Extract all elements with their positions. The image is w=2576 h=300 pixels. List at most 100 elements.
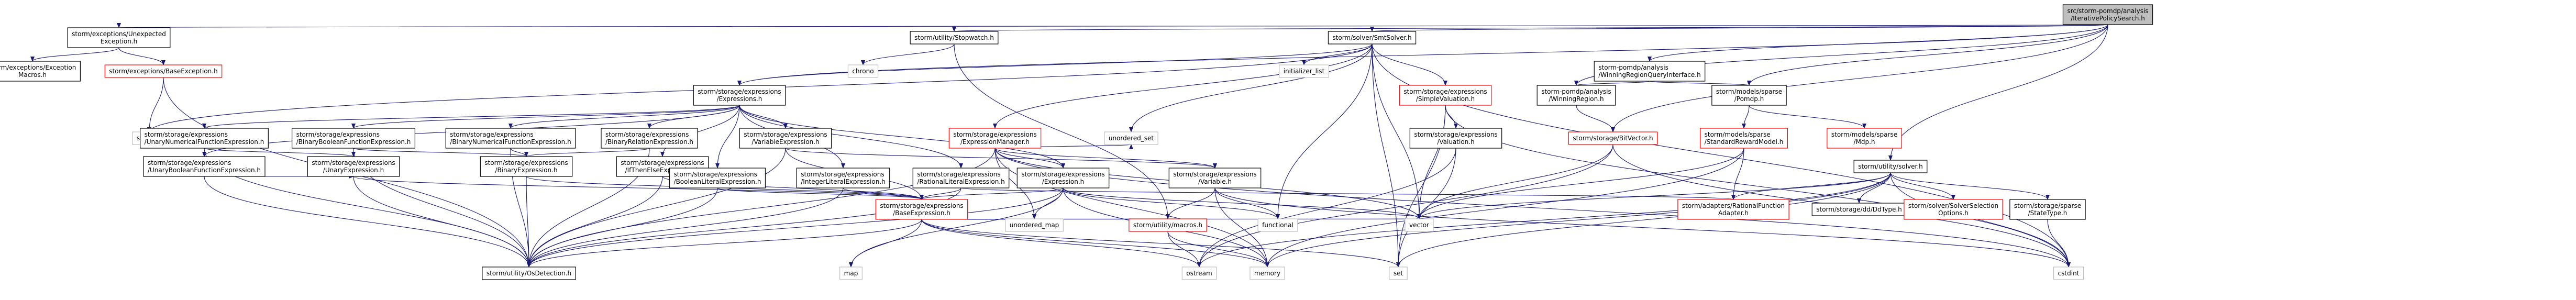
node-label: /WinningRegion.h (1549, 95, 1604, 103)
edge-baseexc-to-sstream (147, 77, 164, 132)
edge-pomdp-to-stdReward (1742, 105, 1750, 129)
node-label: storm/storage/expressions (1021, 171, 1104, 178)
node-box (912, 168, 1010, 188)
node-varExpr[interactable]: storm/storage/expressions/VariableExpres… (739, 128, 832, 149)
node-label: src/storm-pomdp/analysis (2067, 7, 2148, 15)
node-valuation[interactable]: storm/storage/expressions/Valuation.h (1409, 128, 1502, 149)
edge-intLit-to-osdetect (527, 187, 844, 268)
node-box (1827, 128, 1902, 149)
edge-expressions-to-binBoolFun (351, 105, 740, 129)
edge-valuation-to-set (1396, 148, 1456, 268)
node-box (1711, 85, 1787, 106)
node-pomdp[interactable]: storm/models/sparse/Pomdp.h (1711, 85, 1787, 106)
edge-variableH-to-macros (1166, 187, 1215, 219)
edge-varExpr-to-variableH (785, 148, 1217, 169)
node-unaryBool[interactable]: storm/storage/expressions/UnaryBooleanFu… (143, 156, 266, 177)
node-vector: vector (1405, 218, 1434, 232)
node-osdetect[interactable]: storm/utility/OsDetection.h (482, 266, 576, 280)
node-binaryExpr[interactable]: storm/storage/expressions/BinaryExpressi… (480, 156, 573, 177)
node-winregion[interactable]: storm-pomdp/analysis/WinningRegion.h (1536, 85, 1616, 106)
node-label: storm/utility/macros.h (1133, 221, 1202, 229)
edge-smtsolver-to-uset (1129, 43, 1373, 132)
edge-winregion-to-bitvector (1576, 105, 1615, 132)
node-dd[interactable]: storm/storage/dd/DdType.h (1811, 203, 1907, 216)
node-unaryNumFun[interactable]: storm/storage/expressions/UnaryNumerical… (140, 128, 269, 149)
node-ratLit[interactable]: storm/storage/expressions/RationalLitera… (912, 168, 1010, 188)
edge-expressionH-to-umap (1032, 187, 1064, 219)
node-baseexc[interactable]: storm/exceptions/BaseException.h (104, 64, 223, 78)
node-stdReward[interactable]: storm/models/sparse/StandardRewardModel.… (1700, 128, 1788, 149)
node-label: storm/solver/SmtSolver.h (1332, 34, 1411, 41)
node-smtsolver[interactable]: storm/solver/SmtSolver.h (1328, 31, 1417, 45)
node-stateType[interactable]: storm/storage/sparse/StateType.h (2009, 199, 2086, 220)
edge-solver-to-ostream (1197, 172, 1891, 268)
edge-stdReward-to-vector (1417, 148, 1744, 219)
node-intLit[interactable]: storm/storage/expressions/IntegerLiteral… (796, 168, 890, 188)
node-label: /Pomdp.h (1734, 95, 1764, 103)
edge-solver-to-solverSel (1890, 172, 1955, 200)
node-solver[interactable]: storm/utility/solver.h (1853, 160, 1928, 173)
node-label: /Variable.h (1198, 178, 1232, 185)
edge-expressions-to-expressionH (739, 105, 1065, 169)
edge-boolLit-to-baseExpr (717, 187, 924, 200)
node-label: Exception.h (101, 38, 137, 45)
node-box (445, 128, 576, 149)
node-box (1594, 61, 1706, 82)
node-label: storm/storage/expressions (917, 171, 1000, 178)
node-binBoolFun[interactable]: storm/storage/expressions/BinaryBooleanF… (292, 128, 415, 149)
node-baseExpr[interactable]: storm/storage/expressions/BaseExpression… (875, 199, 968, 220)
node-macros[interactable]: storm/utility/macros.h (1129, 218, 1207, 232)
edge-exprManager-to-expressionH (994, 148, 1065, 169)
node-set: set (1389, 266, 1408, 280)
edge-solver-to-stateType (1890, 172, 2050, 200)
node-simplevaluation[interactable]: storm/storage/expressions/SimpleValuatio… (1399, 85, 1492, 106)
node-box (1536, 85, 1616, 106)
node-label: storm/storage/expressions (674, 171, 757, 178)
edge-smtsolver-to-exprManager (993, 43, 1373, 129)
edge-root-to-solver (1888, 24, 2108, 161)
edge-exprManager-to-memory (994, 148, 1269, 268)
node-unaryExpr[interactable]: storm/storage/expressions/UnaryExpressio… (307, 156, 400, 177)
edge-solver-to-dd (1857, 172, 1891, 204)
node-label: storm/storage/expressions (1403, 88, 1487, 95)
node-expressionH[interactable]: storm/storage/expressions/Expression.h (1016, 168, 1110, 188)
node-label: storm/models/sparse (1705, 131, 1771, 138)
node-label: /BooleanLiteralExpression.h (674, 178, 761, 185)
edge-valuation-to-ostream (1197, 148, 1456, 268)
node-binNumFun[interactable]: storm/storage/expressions/BinaryNumerica… (445, 128, 576, 149)
node-box (307, 156, 400, 177)
node-variableH[interactable]: storm/storage/expressions/Variable.h (1168, 168, 1262, 188)
node-box (669, 168, 766, 188)
node-label: storm/storage/expressions (953, 131, 1036, 138)
node-uset: unordered_set (1104, 131, 1158, 145)
node-label: Macros.h (18, 71, 47, 79)
node-bitvector[interactable]: storm/storage/BitVector.h (1568, 131, 1658, 145)
node-box (1700, 128, 1788, 149)
edge-expressions-to-binNumFun (508, 105, 740, 129)
edge-smtsolver-to-expressions (737, 43, 1373, 86)
node-boolLit[interactable]: storm/storage/expressions/BooleanLiteral… (669, 168, 766, 188)
node-label: storm/storage/sparse (2014, 202, 2081, 209)
node-expressions[interactable]: storm/storage/expressions/Expressions.h (693, 85, 786, 106)
node-label: storm/models/sparse (1716, 88, 1782, 95)
node-root[interactable]: src/storm-pomdp/analysis/IterativePolicy… (2062, 4, 2153, 25)
edge-baseExpr-to-memory (921, 219, 1269, 268)
node-binRel[interactable]: storm/storage/expressions/BinaryRelation… (601, 128, 698, 149)
node-label: /IntegerLiteralExpression.h (801, 178, 886, 185)
node-winqueryiface[interactable]: storm-pomdp/analysis/WinningRegionQueryI… (1594, 61, 1706, 82)
edge-winqueryiface-to-winregion (1574, 80, 1650, 86)
node-box (1399, 85, 1492, 106)
edge-unexpected-to-exmacros (30, 47, 119, 62)
node-label: unordered_set (1109, 135, 1154, 142)
node-box (1409, 128, 1502, 149)
node-exprManager[interactable]: storm/storage/expressions/ExpressionMana… (948, 128, 1042, 149)
node-mdp[interactable]: storm/models/sparse/Mdp.h (1827, 128, 1902, 149)
node-label: /BinaryNumericalFunctionExpression.h (450, 138, 571, 146)
node-label: memory (1254, 270, 1280, 277)
node-stopwatch[interactable]: storm/utility/Stopwatch.h (910, 31, 999, 45)
node-box (1853, 160, 1928, 173)
